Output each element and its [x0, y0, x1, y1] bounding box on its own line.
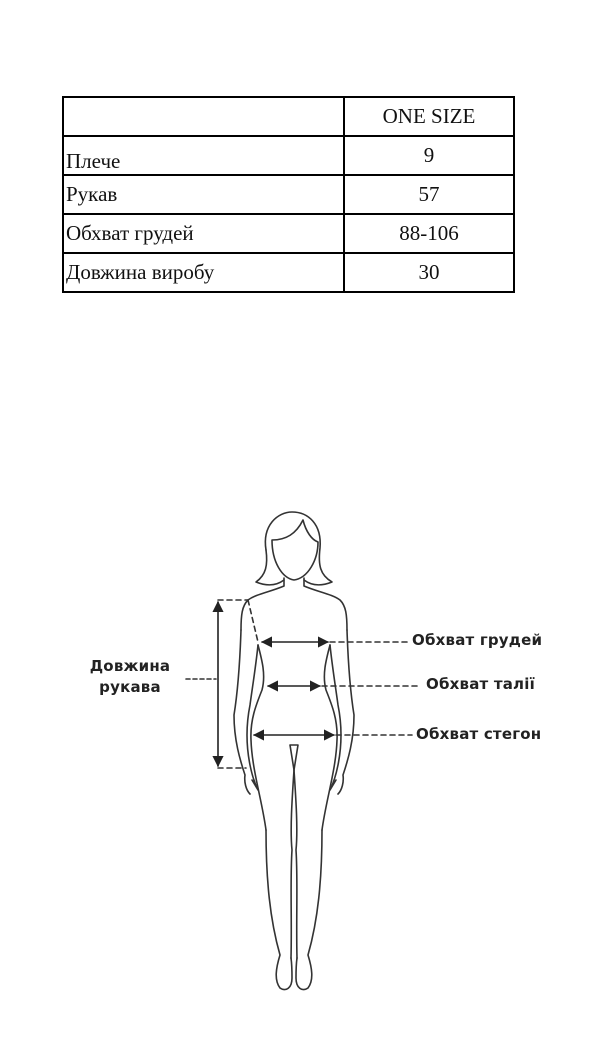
table-row: Рукав 57	[62, 174, 515, 215]
table-row: Обхват грудей 88-106	[62, 213, 515, 254]
row-label: Довжина виробу	[62, 252, 345, 293]
row-label: Рукав	[62, 174, 345, 215]
row-value: 30	[343, 252, 515, 293]
row-value: 57	[343, 174, 515, 215]
header-size-cell: ONE SIZE	[343, 96, 515, 137]
table-header-row: ONE SIZE	[62, 96, 515, 137]
header-empty-cell	[62, 96, 345, 137]
female-silhouette-icon	[185, 511, 419, 991]
row-label: Обхват грудей	[62, 213, 345, 254]
table-row: Довжина виробу 30	[62, 252, 515, 293]
row-value: 9	[343, 135, 515, 176]
table-row: Плече 9	[62, 135, 515, 176]
chest-girth-label: Обхват грудей	[412, 631, 543, 649]
waist-girth-label: Обхват талії	[426, 675, 535, 693]
row-label: Плече	[62, 135, 345, 176]
hip-girth-label: Обхват стегон	[416, 725, 542, 743]
size-table: ONE SIZE Плече 9 Рукав 57 Обхват грудей …	[62, 96, 515, 293]
row-value: 88-106	[343, 213, 515, 254]
measurement-figure: Довжина рукава Обхват грудей Обхват талі…	[0, 490, 600, 1010]
sleeve-length-label-line2: рукава	[99, 678, 161, 696]
sleeve-length-label-line1: Довжина	[89, 657, 171, 675]
sleeve-length-label: Довжина рукава	[84, 656, 176, 698]
